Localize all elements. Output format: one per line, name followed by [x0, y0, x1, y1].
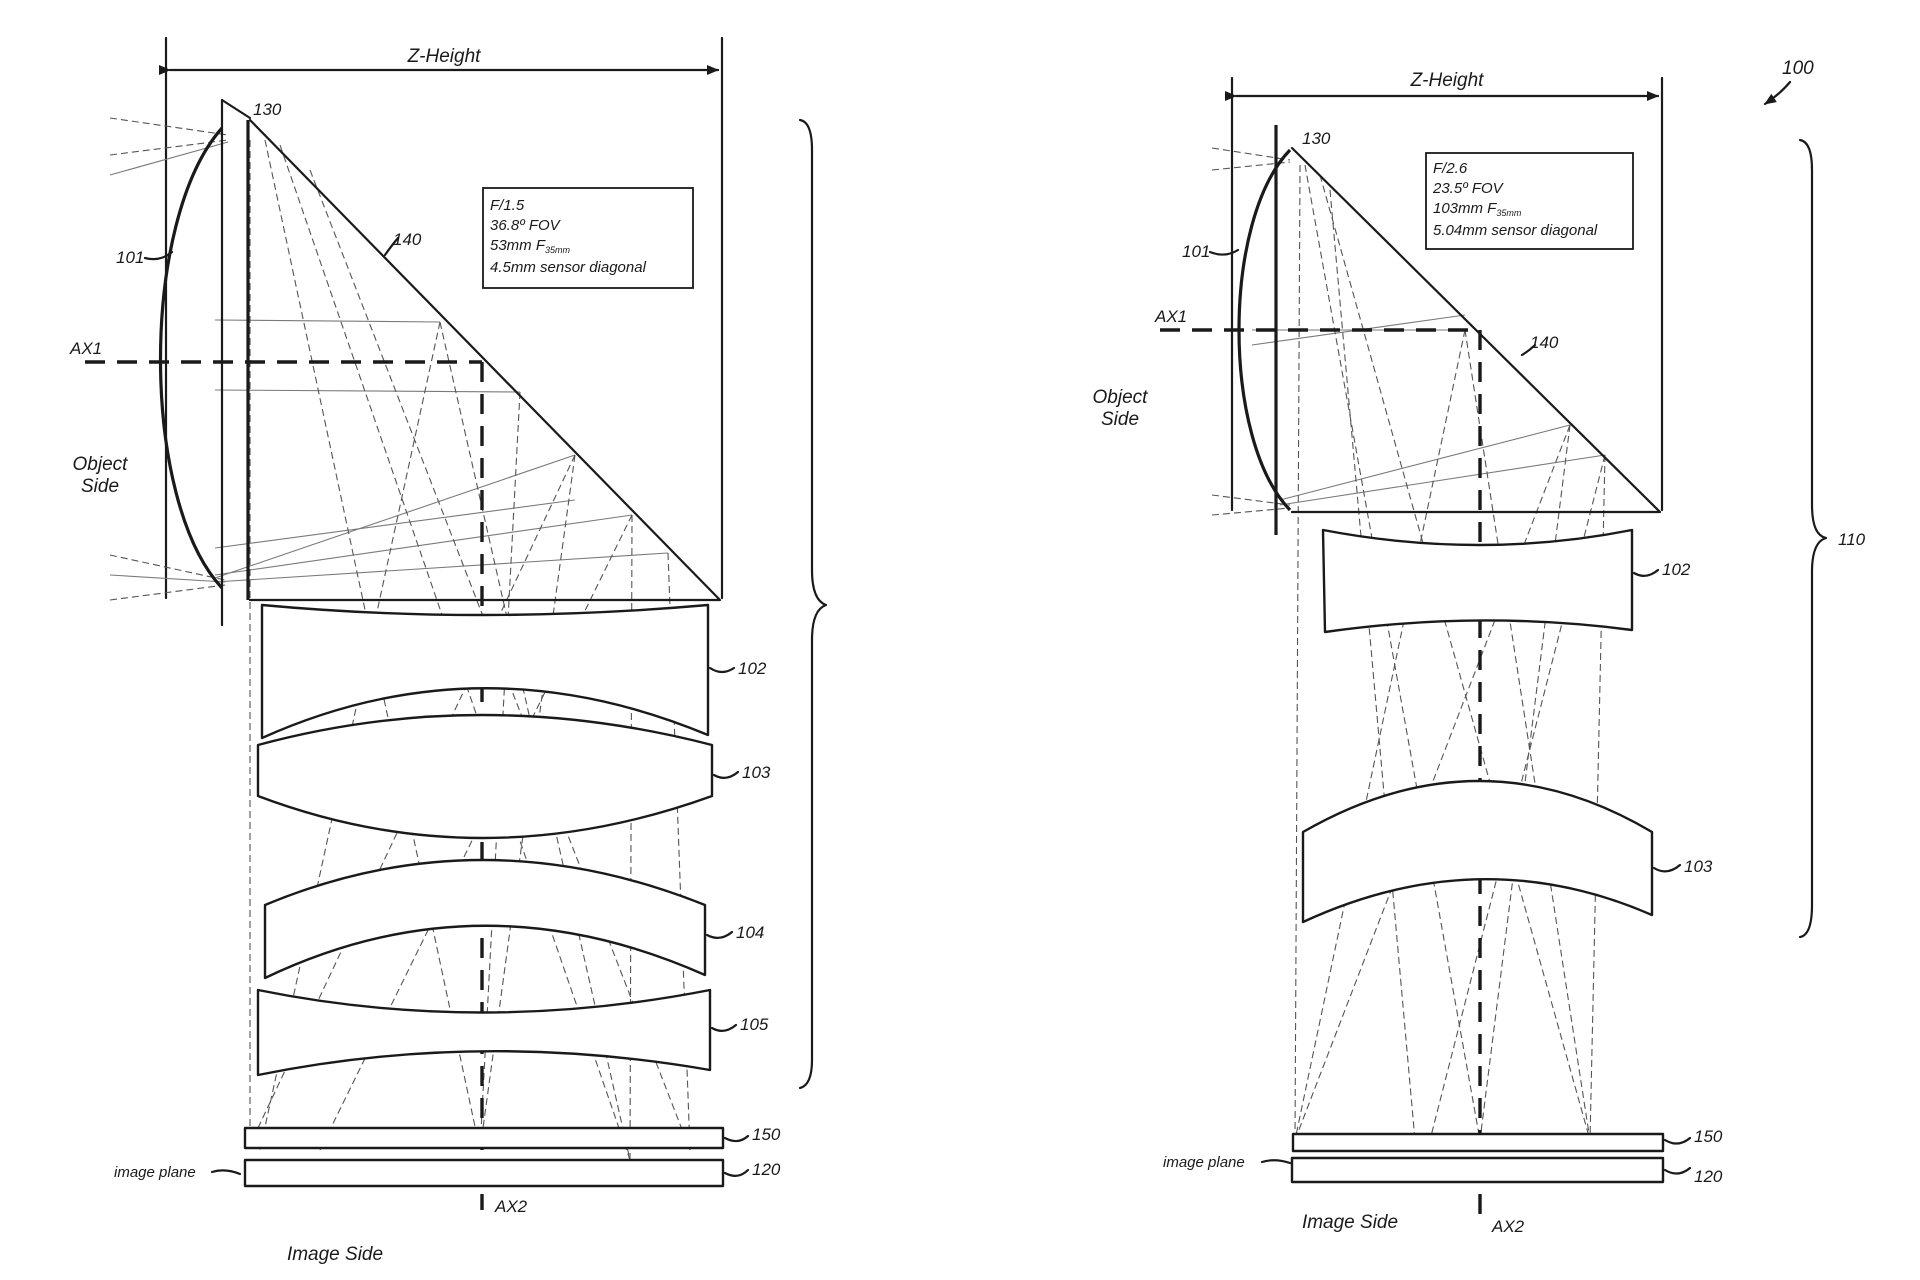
left-lens-101 [159, 126, 224, 590]
left-spec-focal: 53mm F35mm [490, 237, 571, 255]
left-axis1-label: AX1 [69, 339, 102, 358]
left-axis2-label: AX2 [494, 1197, 528, 1216]
right-lens-system: 100 Z-Height [1093, 58, 1866, 1236]
left-spec-fov: 36.8º FOV [490, 217, 562, 234]
right-spec-fov: 23.5º FOV [1432, 180, 1505, 197]
right-filter-150 [1291, 1132, 1665, 1153]
right-ref-102: 102 [1662, 560, 1691, 579]
right-ref-150: 150 [1694, 1127, 1723, 1146]
figure-number-label: 100 [1782, 58, 1814, 79]
right-ref-120: 120 [1694, 1167, 1723, 1186]
left-ref-140: 140 [393, 230, 422, 249]
right-lens-102 [1321, 528, 1634, 634]
left-ref-120: 120 [752, 1160, 781, 1179]
left-lens-system: Z-Height [69, 36, 828, 1265]
left-ref-105: 105 [740, 1015, 769, 1034]
right-prism-140 [1290, 146, 1662, 514]
right-sensor-120 [1290, 1156, 1665, 1184]
left-ref-130: 130 [253, 100, 282, 119]
left-lens-102 [260, 603, 710, 740]
left-ref-150: 150 [752, 1125, 781, 1144]
left-prism-140 [248, 118, 722, 602]
left-lens-103 [256, 713, 714, 840]
right-image-side-label: Image Side [1302, 1212, 1398, 1233]
left-ref-102: 102 [738, 659, 767, 678]
right-axis1-label: AX1 [1154, 307, 1187, 326]
left-ref-103: 103 [742, 763, 771, 782]
figure-number-arrow [1763, 80, 1792, 106]
right-axis2-label: AX2 [1491, 1217, 1525, 1236]
left-z-height-label: Z-Height [407, 46, 482, 67]
left-spec-fnumber: F/1.5 [490, 197, 525, 214]
right-light-rays [1211, 147, 1606, 1141]
right-ref-101: 101 [1182, 242, 1210, 261]
right-spec-fnumber: F/2.6 [1433, 160, 1468, 177]
right-ref-140: 140 [1530, 333, 1559, 352]
right-spec-sensor: 5.04mm sensor diagonal [1433, 222, 1598, 239]
right-spec-box [1425, 152, 1634, 250]
left-image-plane-label: image plane [114, 1164, 196, 1181]
left-image-side-label: Image Side [287, 1244, 383, 1265]
right-ref-103: 103 [1684, 857, 1713, 876]
right-z-height-label: Z-Height [1410, 70, 1485, 91]
right-spec-focal: 103mm F35mm [1433, 200, 1522, 218]
left-spec-box [482, 187, 694, 289]
left-sensor-120 [243, 1158, 725, 1188]
right-ref-110: 110 [1838, 530, 1866, 549]
left-ref-101: 101 [116, 248, 144, 267]
left-lens-104 [263, 858, 707, 980]
right-ref-130: 130 [1302, 129, 1331, 148]
right-lens-group-bracket [1798, 138, 1828, 939]
left-lens-105 [256, 988, 712, 1077]
left-lens-group-bracket [798, 118, 828, 1090]
left-ref-104: 104 [736, 923, 764, 942]
left-spec-sensor: 4.5mm sensor diagonal [490, 259, 647, 276]
right-lens-103 [1301, 779, 1654, 924]
left-filter-150 [243, 1126, 725, 1150]
right-image-plane-label: image plane [1163, 1154, 1245, 1171]
